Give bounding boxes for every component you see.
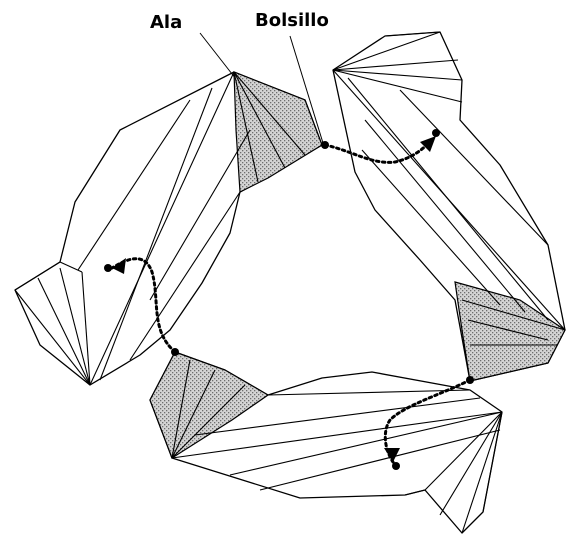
- ala-label: Ala: [150, 12, 182, 33]
- target-point: [392, 462, 400, 470]
- connection-point: [466, 376, 474, 384]
- unit-upper-left: [15, 72, 322, 385]
- crease: [15, 262, 60, 290]
- crease: [100, 88, 212, 380]
- crease: [15, 290, 90, 385]
- crease: [333, 60, 458, 70]
- connection-point: [321, 141, 329, 149]
- crease: [365, 120, 525, 312]
- crease: [405, 490, 425, 495]
- crease: [60, 262, 82, 272]
- connection-point: [171, 348, 179, 356]
- crease: [130, 192, 240, 360]
- target-point: [104, 264, 112, 272]
- crease: [90, 72, 234, 385]
- crease: [78, 100, 190, 270]
- crease: [348, 78, 548, 320]
- insertion-arrow-right: [325, 140, 432, 162]
- crease: [38, 278, 90, 385]
- unit-right: [333, 32, 565, 381]
- crease: [230, 412, 502, 475]
- bolsillo-label: Bolsillo: [255, 10, 329, 31]
- unit-bottom-wing-shading: [150, 352, 268, 458]
- unit-bottom: [150, 352, 502, 533]
- crease: [462, 412, 502, 533]
- crease: [425, 412, 502, 490]
- arrowhead-bottom-icon: [384, 448, 400, 462]
- unit-right-wing-shading: [455, 282, 565, 381]
- target-point: [432, 129, 440, 137]
- crease: [333, 32, 440, 70]
